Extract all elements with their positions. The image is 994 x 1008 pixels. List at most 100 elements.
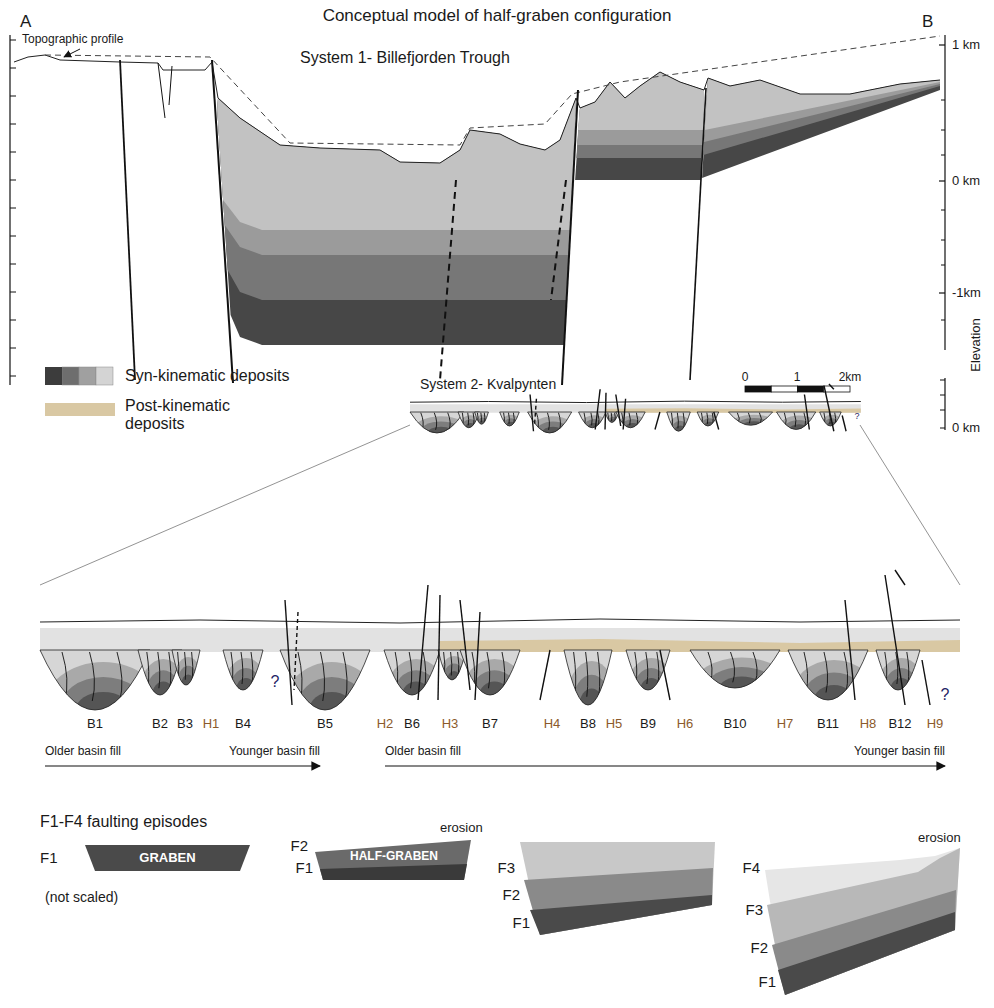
listric-fault [434, 413, 436, 430]
axis-tick [940, 380, 945, 381]
listric-fault [753, 652, 757, 682]
half-graben-fill [697, 409, 721, 438]
basin-outline [777, 412, 816, 430]
basin-layer [605, 409, 619, 427]
axis-tick [10, 264, 16, 265]
annotation-label: 1 [794, 371, 801, 384]
listric-fault [794, 413, 796, 427]
basin-layer [634, 668, 669, 712]
annotation-label: Older basin fill [45, 745, 121, 758]
layer-f4 [765, 848, 960, 995]
half-graben-fill [564, 640, 618, 749]
annotation-label: F1 [758, 974, 776, 991]
listric-fault [451, 652, 452, 676]
annotation-label: ? [271, 673, 280, 691]
axis-tick [10, 96, 16, 97]
basin-outline [40, 650, 150, 710]
fault-line [623, 399, 625, 430]
half-graben-fill [223, 640, 268, 722]
block-fill [315, 840, 471, 880]
annotation-label: F3 [497, 860, 515, 877]
basin-layer [447, 671, 461, 689]
listric-fault [321, 652, 325, 701]
ground-surface [40, 619, 960, 623]
faulting-sketch [765, 848, 960, 995]
listric-fault [487, 652, 490, 688]
footwall-layer [576, 72, 704, 158]
block-label: GRABEN [139, 851, 195, 865]
axis-tick [941, 155, 945, 156]
annotation-label: B1 [87, 717, 103, 731]
listric-fault [598, 413, 599, 426]
annotation-label: B6 [404, 717, 420, 731]
system-two-zoom [40, 570, 960, 758]
half-graben-fill [690, 640, 791, 718]
system-two-small [410, 384, 861, 450]
annotation-label: B8 [580, 717, 596, 731]
fault-line [285, 600, 292, 705]
fault-line [418, 585, 428, 700]
basin-layer [394, 670, 439, 720]
listric-fault [759, 413, 761, 424]
listric-fault [117, 652, 122, 701]
basin-layer [814, 685, 854, 715]
annotation-label: B2 [152, 717, 168, 731]
basin-layer [217, 98, 576, 345]
fault-line [562, 90, 578, 385]
half-graben-fill [172, 640, 204, 713]
layer-f1 [778, 912, 955, 995]
basin-outline [690, 650, 780, 688]
annotation-label: B12 [888, 717, 911, 731]
listric-fault [683, 413, 684, 429]
fault-line [829, 384, 834, 389]
basin-layer [579, 409, 606, 432]
basin-layer [224, 658, 268, 722]
block-label: HALF-GRABEN [350, 850, 438, 863]
scale-bar [745, 386, 850, 392]
layer-f3 [520, 842, 715, 935]
annotation-label: B9 [640, 717, 656, 731]
fault-line [824, 386, 834, 432]
basin-layer [471, 670, 519, 720]
axis-tick [10, 124, 16, 125]
legend-swatch [45, 403, 115, 416]
annotation-label: erosion [918, 831, 961, 845]
basin-layer [152, 682, 174, 709]
annotation-label: 0 km [952, 421, 980, 435]
axis-tick [939, 44, 945, 45]
listric-fault [508, 413, 510, 424]
annotation-label: H5 [606, 717, 623, 731]
basin-layer [876, 640, 920, 700]
legend-swatch-shade [96, 367, 113, 385]
listric-fault [409, 652, 412, 688]
basin-layer [217, 98, 576, 255]
fault-line [690, 88, 706, 380]
basin-layer [236, 678, 256, 702]
basin-layer [671, 421, 690, 442]
annotation-label: F3 [745, 902, 763, 919]
annotation-label: System 1- Billefjorden Trough [300, 49, 510, 67]
annotation-label: System 2- Kvalpynten [420, 377, 556, 392]
listric-fault [448, 413, 450, 430]
listric-fault [169, 652, 171, 688]
basin-layer [462, 659, 528, 731]
axis-tick [940, 410, 945, 411]
listric-fault [804, 413, 806, 427]
basin-layer [475, 409, 489, 428]
zoom-line [40, 425, 410, 585]
listric-fault [502, 652, 505, 688]
footwall-layer [577, 72, 704, 145]
annotation-label: F1 [295, 860, 313, 877]
basin-layer [877, 658, 925, 722]
annotation-label: F2 [290, 838, 308, 855]
basin-layer [438, 640, 466, 690]
axis-tick [10, 292, 16, 293]
listric-fault [706, 413, 708, 424]
basin-block: GRABEN [85, 845, 250, 871]
listric-fault [598, 652, 600, 697]
leader-arrow [64, 49, 80, 57]
axis-tick [941, 100, 945, 101]
basin-layer [177, 666, 199, 705]
half-graben-fill [777, 409, 821, 444]
